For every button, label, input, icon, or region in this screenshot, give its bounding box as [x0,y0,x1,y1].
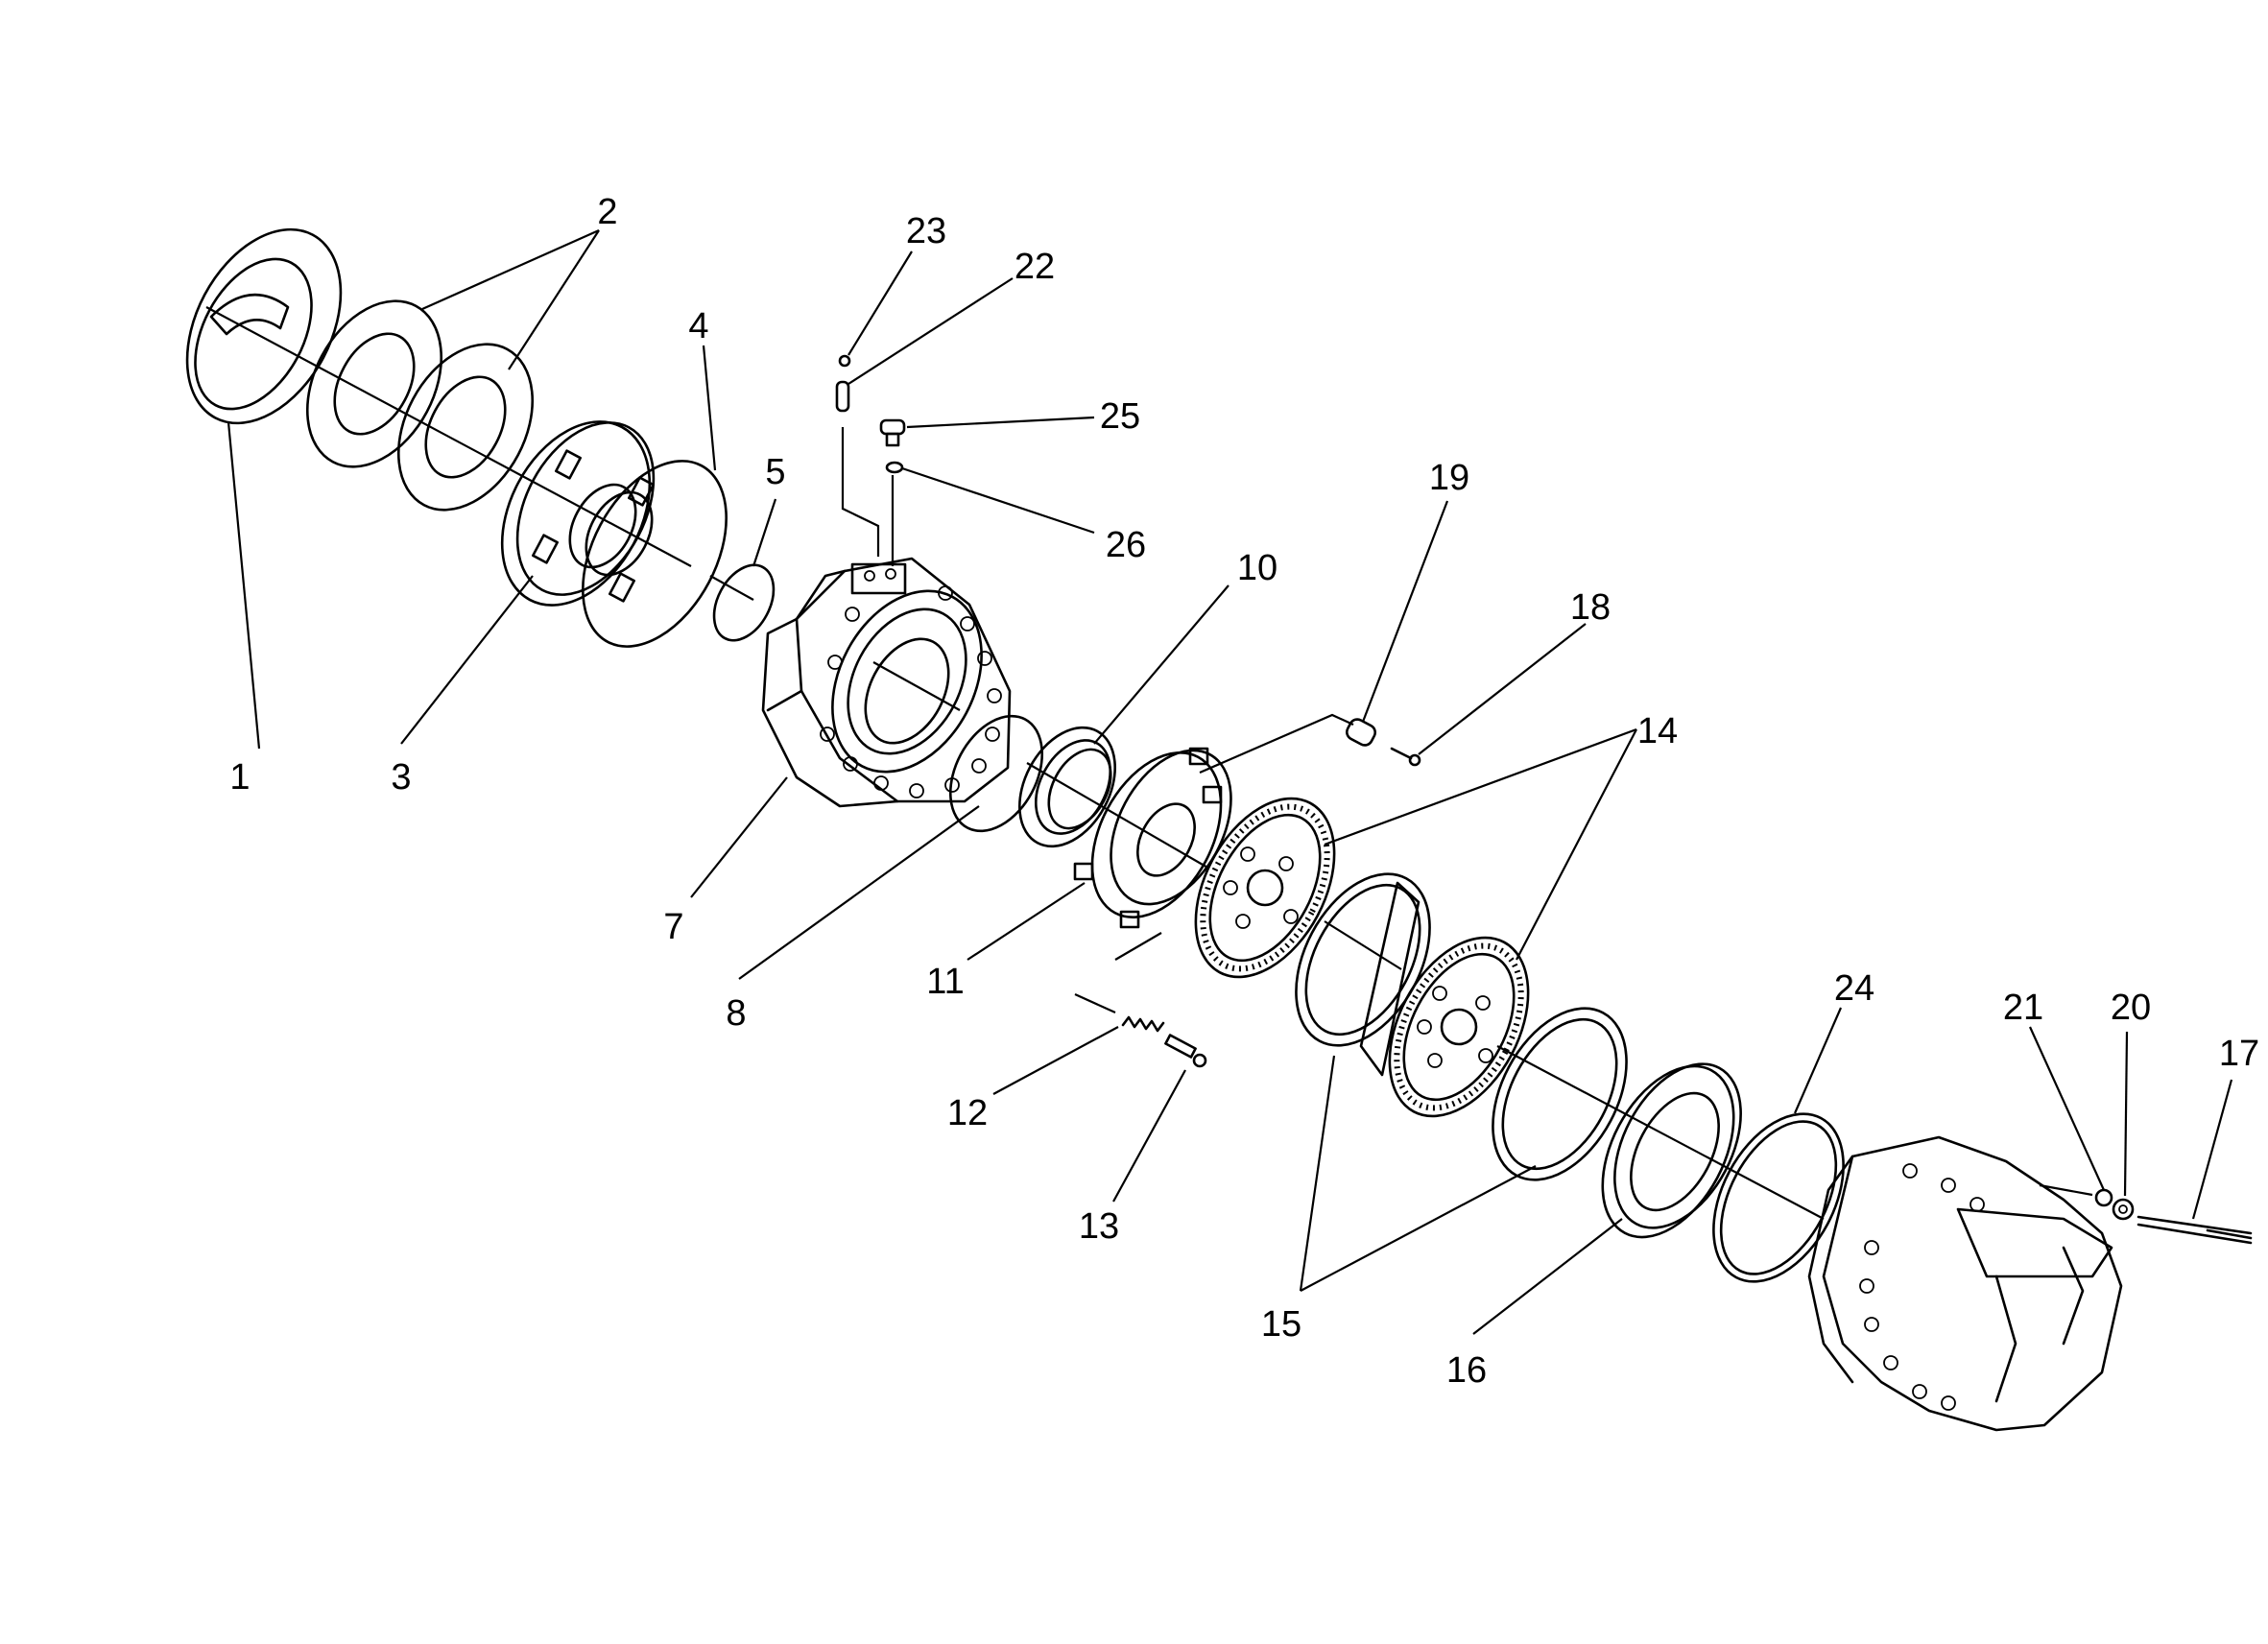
part-22-spring-pin [835,380,850,413]
callout-22: 22 [1015,247,1055,287]
part-26-washer [885,461,904,474]
callout-7: 7 [663,907,683,947]
callout-15: 15 [1261,1304,1301,1345]
callout-11: 11 [926,962,964,1002]
part-3-piston-plate [500,420,656,607]
part-5-small-oring [712,563,776,642]
part-20-nut [2112,1198,2135,1221]
leader-lines [227,228,2233,1335]
part-17-stud [2137,1215,2253,1245]
callout-13: 13 [1079,1206,1119,1247]
callout-23: 23 [906,211,946,251]
callout-14: 14 [1637,711,1678,751]
callout-25: 25 [1100,396,1140,437]
callout-21: 21 [2003,988,2043,1028]
part-13-bolt [1164,1034,1207,1068]
callout-2: 2 [597,192,617,232]
callout-10: 10 [1237,548,1277,588]
callout-3: 3 [391,757,411,798]
callout-5: 5 [765,452,785,492]
callout-20: 20 [2111,988,2151,1028]
callout-labels: 1 2 3 4 5 7 8 10 11 12 13 14 15 16 17 18… [229,192,2259,1391]
callout-26: 26 [1106,525,1146,565]
callout-12: 12 [947,1093,988,1133]
part-23-ball [838,354,851,368]
axle-housing [1807,1135,2123,1432]
part-7-brake-housing [761,557,1012,808]
part-19-bushing [1345,718,1377,747]
part-21-clip [2094,1188,2113,1207]
part-1-cover-plate [185,227,343,425]
part-25-plug [879,418,906,447]
part-10-seal-ring [1018,726,1116,848]
callout-4: 4 [688,306,708,346]
part-4-large-oring [582,460,728,648]
part-18-screw [1390,747,1421,767]
part-16-pressure-plate [1601,1062,1742,1239]
callout-24: 24 [1834,968,1874,1009]
callout-19: 19 [1429,458,1469,498]
callout-16: 16 [1446,1350,1487,1391]
callout-1: 1 [229,757,250,798]
part-12-spring [1121,1015,1165,1033]
part-15-separator-plates [1295,872,1628,1181]
part-8-oring [948,714,1044,833]
callout-8: 8 [726,993,746,1034]
callout-17: 17 [2219,1034,2259,1074]
part-2-washers [305,299,535,512]
assembly-axis [205,306,2093,1220]
callout-18: 18 [1570,587,1611,628]
